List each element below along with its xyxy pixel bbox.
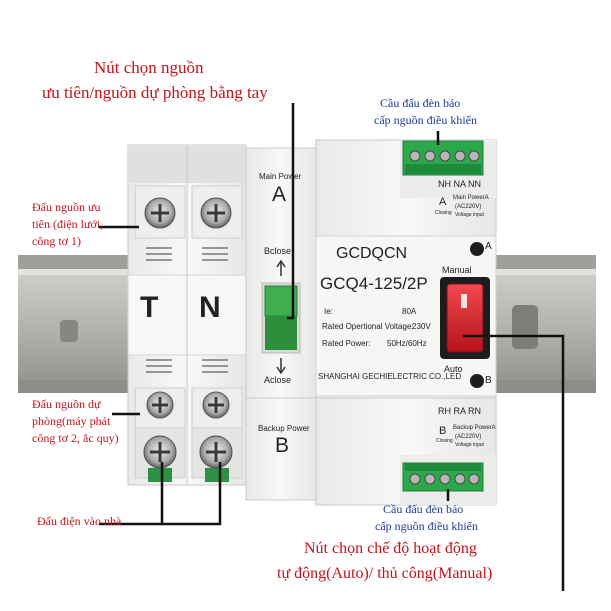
annotation-backup-line3: công tơ 2, ắc quy) bbox=[32, 431, 119, 445]
leader-lines bbox=[99, 103, 565, 591]
backup-power-label: Backup Power bbox=[258, 424, 310, 433]
annotation-mode-line1: Nút chọn chế độ hoạt động bbox=[304, 540, 477, 557]
indicator-a-label: A bbox=[485, 241, 492, 252]
annotation-manual-source-line2: ưu tiên/nguồn dự phòng bằng tay bbox=[42, 83, 268, 102]
spec-ie-value: 80A bbox=[402, 307, 417, 316]
annotation-bottom-terminal-line2: cấp nguồn điều khiển bbox=[375, 519, 478, 533]
annotation-manual-source-line1: Nút chọn nguồn bbox=[94, 58, 204, 77]
brand-label: GCDQCN bbox=[336, 245, 408, 262]
model-label: GCQ4-125/2P bbox=[320, 274, 428, 293]
annotation-output: Đấu điện vào nhà bbox=[37, 514, 122, 528]
control-terminal-blocks bbox=[402, 140, 484, 492]
letter-a: A bbox=[272, 183, 287, 206]
manual-label: Manual bbox=[442, 265, 472, 275]
annotation-primary-line3: công tơ 1) bbox=[32, 234, 82, 248]
ctrl-bot-b: B bbox=[439, 425, 447, 437]
ctrl-top-terms: NH NA NN bbox=[438, 179, 482, 189]
spec-power-label: Rated Power: bbox=[322, 339, 371, 348]
ctrl-top-input: Voltage input bbox=[455, 212, 484, 218]
annotation-bottom-terminal-line1: Cầu đấu đèn báo bbox=[383, 502, 464, 516]
pole-t-label: T bbox=[140, 291, 159, 324]
annotation-top-terminal-line1: Cầu đấu đèn báo bbox=[380, 96, 461, 110]
ctrl-bot-input: Voltage input bbox=[455, 442, 484, 448]
annotation-primary-line2: tiên (điện lưới, bbox=[32, 217, 104, 231]
ctrl-top-voltage: (AC220V) bbox=[455, 204, 482, 210]
pole-n-label: N bbox=[199, 291, 221, 324]
letter-b: B bbox=[275, 434, 290, 457]
ctrl-top-a: A bbox=[439, 196, 447, 208]
annotation-top-terminal-line2: cấp nguồn điều khiển bbox=[374, 113, 477, 127]
main-contact-block bbox=[127, 144, 247, 486]
spec-voltage-value: 230V bbox=[412, 322, 431, 331]
indicator-b-label: B bbox=[485, 375, 492, 386]
spec-ie-label: Ie: bbox=[324, 307, 333, 316]
ctrl-bot-closing: Closing bbox=[436, 438, 453, 444]
manufacturer-label: SHANGHAI GECHIELECTRIC CO.,LED bbox=[318, 372, 462, 381]
terminal-screws bbox=[143, 197, 233, 469]
ctrl-top-main-power: Main PowerA bbox=[453, 195, 489, 201]
annotation-backup-line1: Đấu nguồn dự bbox=[32, 397, 101, 411]
spec-power-value: 50Hz/60Hz bbox=[387, 339, 427, 348]
spec-voltage-label: Rated Opertional Voltage: bbox=[322, 322, 414, 331]
bclose-label: Bclose bbox=[264, 246, 292, 256]
switch-module bbox=[245, 147, 317, 501]
ctrl-bot-terms: RH RA RN bbox=[438, 406, 482, 416]
leader-output-right bbox=[162, 462, 222, 526]
ctrl-bot-voltage: (AC220V) bbox=[455, 434, 482, 440]
ctrl-bot-backup-power: Backup PowerA bbox=[453, 425, 496, 431]
leader-manual-source bbox=[287, 103, 295, 320]
annotation-primary-line1: Đấu nguồn ưu bbox=[32, 200, 101, 214]
annotation-backup-line2: phòng(máy phát bbox=[32, 414, 111, 428]
aclose-label: Aclose bbox=[264, 375, 292, 385]
main-power-label: Main Power bbox=[259, 172, 302, 181]
annotation-mode-line2: tự động(Auto)/ thủ công(Manual) bbox=[277, 565, 493, 582]
auto-label: Auto bbox=[444, 364, 463, 374]
ctrl-top-closing: Closing bbox=[435, 210, 452, 216]
leader-mode bbox=[463, 334, 565, 591]
